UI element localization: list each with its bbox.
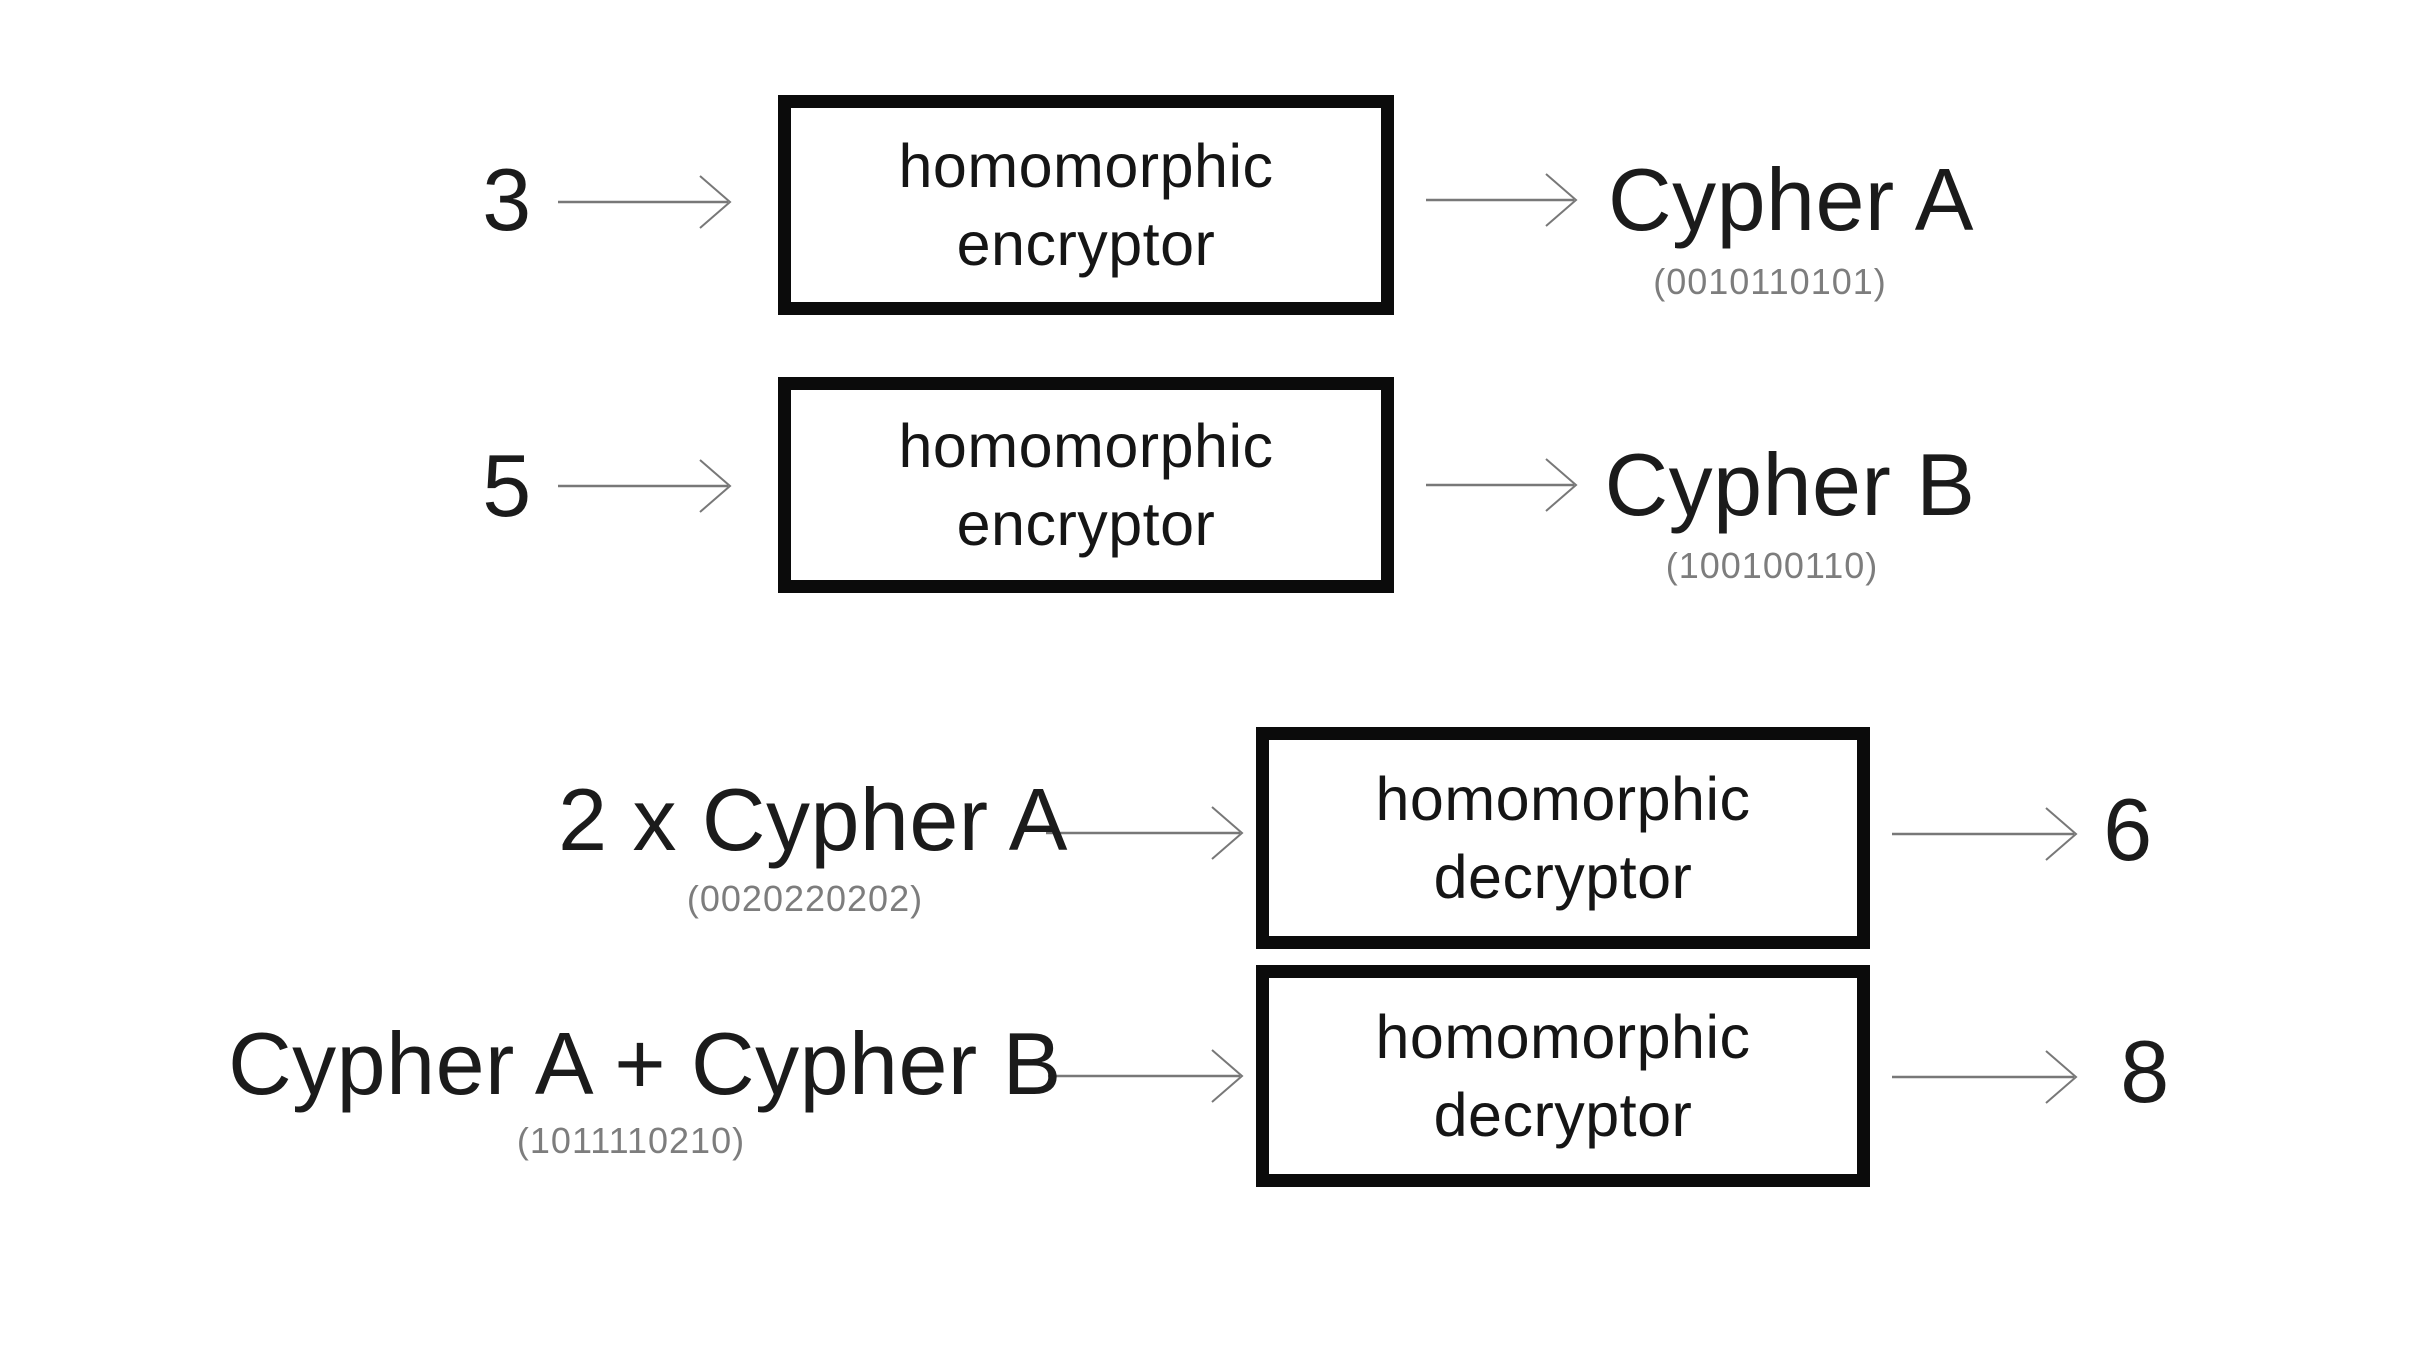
box-label: homomorphic decryptor <box>1375 998 1750 1154</box>
input-value: 5 <box>482 436 532 535</box>
arrow-right-icon <box>1046 806 1244 860</box>
output-ciphertext: (0010110101) <box>1653 261 1887 302</box>
box-label-line1: homomorphic <box>1375 1002 1751 1071</box>
arrow-right-icon <box>558 459 732 513</box>
input-ciphertext: (1011110210) <box>516 1120 746 1161</box>
arrow-right-icon <box>1892 1050 2078 1104</box>
box-label-line2: decryptor <box>1433 1081 1693 1149</box>
encryptor-box: homomorphic encryptor <box>778 95 1394 315</box>
box-label: homomorphic encryptor <box>898 127 1273 283</box>
output-value: 6 <box>2103 780 2153 879</box>
output-label: Cypher B <box>1604 435 1976 534</box>
box-label: homomorphic encryptor <box>898 407 1273 563</box>
encryptor-box: homomorphic encryptor <box>778 377 1394 593</box>
box-label-line1: homomorphic <box>898 411 1274 480</box>
decryptor-box: homomorphic decryptor <box>1256 965 1870 1187</box>
box-label-line2: decryptor <box>1433 843 1693 911</box>
decryptor-box: homomorphic decryptor <box>1256 727 1870 949</box>
arrow-right-icon <box>1426 173 1578 227</box>
output-value: 8 <box>2120 1022 2170 1121</box>
arrow-right-icon <box>1892 807 2078 861</box>
box-label-line2: encryptor <box>956 490 1216 558</box>
arrow-right-icon <box>1426 458 1578 512</box>
input-label: 2 x Cypher A <box>558 770 1068 869</box>
input-label: Cypher A + Cypher B <box>228 1014 1062 1113</box>
arrow-right-icon <box>1048 1049 1244 1103</box>
output-label: Cypher A <box>1608 150 1974 249</box>
box-label: homomorphic decryptor <box>1375 760 1750 916</box>
input-value: 3 <box>482 150 532 249</box>
arrow-right-icon <box>558 175 732 229</box>
box-label-line1: homomorphic <box>1375 764 1751 833</box>
box-label-line2: encryptor <box>956 210 1216 278</box>
box-label-line1: homomorphic <box>898 131 1274 200</box>
input-ciphertext: (0020220202) <box>686 878 924 919</box>
output-ciphertext: (100100110) <box>1665 545 1879 586</box>
